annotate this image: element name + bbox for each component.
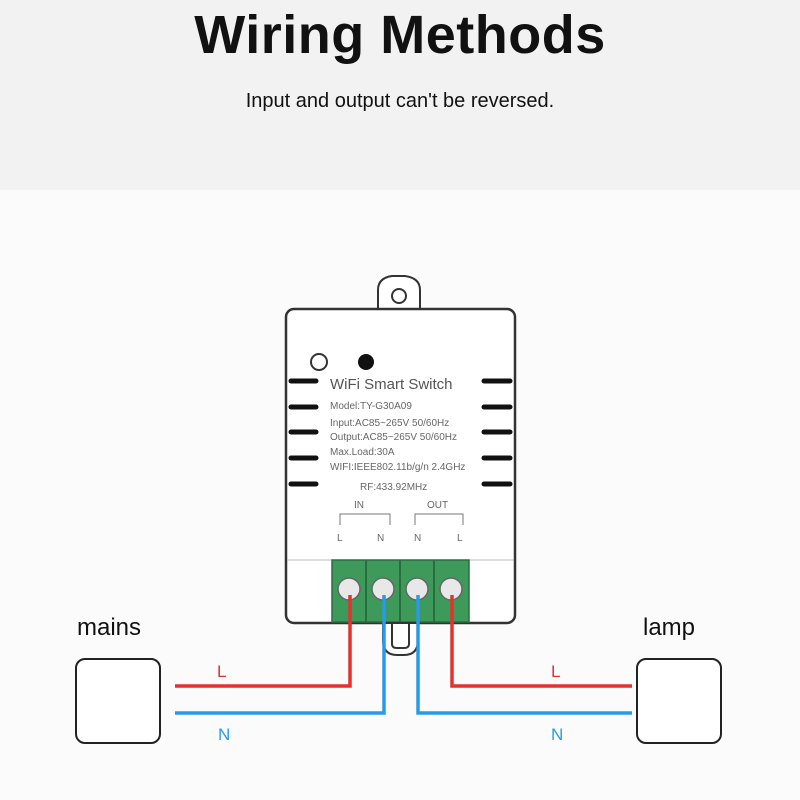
wire-label-right-live: L (551, 662, 561, 681)
device-rf-spec: RF:433.92MHz (360, 482, 428, 493)
wire-label-right-neutral: N (551, 725, 564, 744)
mains-label: mains (77, 614, 142, 641)
terminal-in-label: IN (354, 500, 364, 511)
lamp-icon-box (636, 658, 722, 744)
led-indicator-black (358, 354, 374, 370)
wire-left-live (175, 595, 352, 688)
wire-right-live (450, 595, 632, 688)
device-input-spec: Input:AC85~265V 50/60Hz (330, 418, 450, 429)
out-bracket (414, 513, 464, 525)
in-bracket (339, 513, 391, 525)
header-band (0, 0, 800, 190)
mains-icon-box (75, 658, 161, 744)
terminal-out-n: N (414, 533, 422, 544)
bottom-hook (382, 622, 419, 656)
led-indicator-white (310, 353, 328, 371)
terminal-in-l: L (337, 533, 343, 544)
device-output-spec: Output:AC85~265V 50/60Hz (330, 432, 458, 443)
page-subtitle: Input and output can't be reversed. (245, 90, 555, 112)
device-max-load: Max.Load:30A (330, 447, 395, 458)
device-wifi-spec: WIFI:IEEE802.11b/g/n 2.4GHz (330, 462, 466, 473)
terminal-in-n: N (377, 533, 385, 544)
wire-label-left-live: L (217, 662, 227, 681)
device-name: WiFi Smart Switch (330, 376, 453, 393)
terminal-screws (337, 577, 463, 601)
lamp-label: lamp (643, 614, 696, 641)
terminal-out-l: L (457, 533, 463, 544)
vent-left (288, 378, 319, 487)
wire-left-neutral (175, 595, 386, 715)
device-model: Model:TY-G30A09 (330, 401, 412, 412)
wire-label-left-neutral: N (218, 725, 231, 744)
terminal-out-label: OUT (427, 500, 449, 511)
mounting-tab (377, 275, 421, 311)
page-title: Wiring Methods (194, 5, 606, 65)
wire-right-neutral (416, 595, 632, 715)
vent-right (481, 378, 513, 487)
